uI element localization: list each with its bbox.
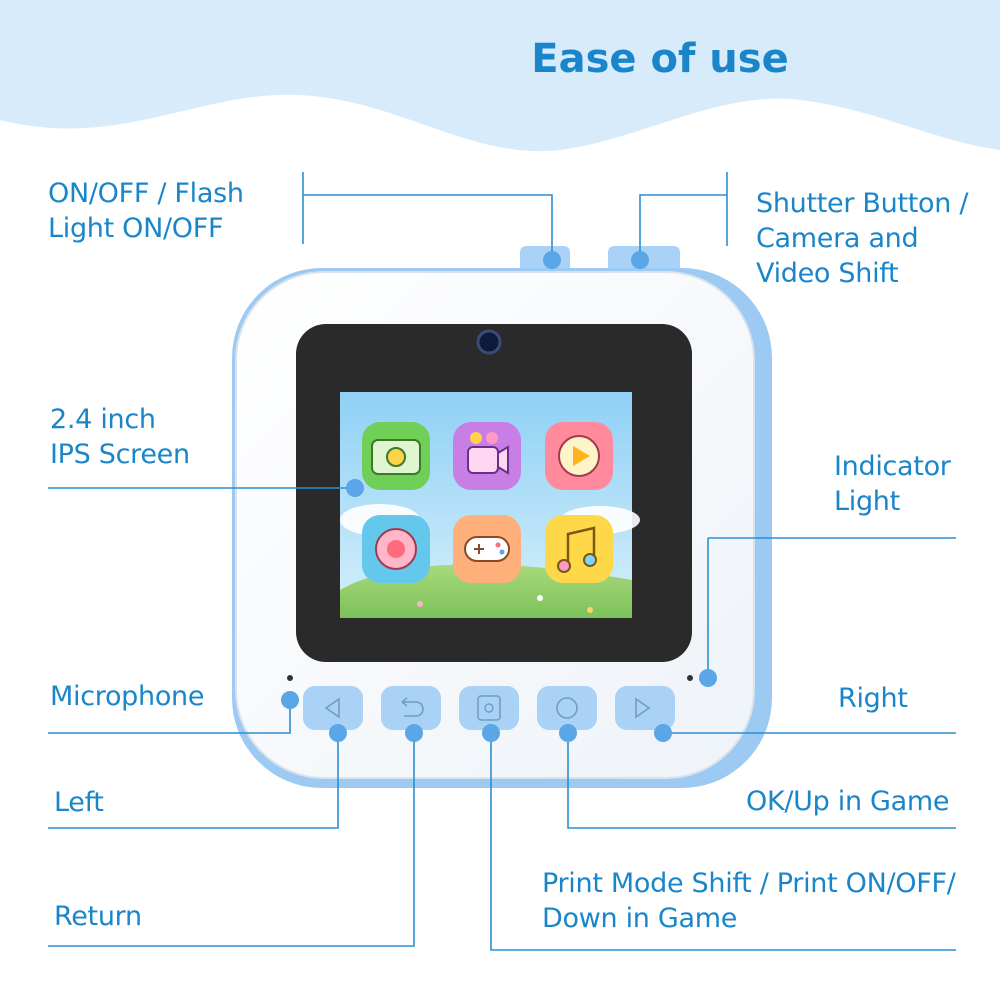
header-wave xyxy=(0,0,1000,152)
callout-dots xyxy=(281,251,717,742)
label-power-line-2: Light ON/OFF xyxy=(48,213,224,244)
label-shutter: Shutter Button / Camera and Video Shift xyxy=(756,186,968,291)
right-button[interactable] xyxy=(615,686,675,730)
ok-circle-icon xyxy=(556,697,578,719)
left-button[interactable] xyxy=(303,686,363,730)
label-indicator-line-1: Indicator xyxy=(834,451,951,482)
microphone-hole xyxy=(287,675,293,681)
label-shutter-line-3: Video Shift xyxy=(756,258,899,289)
label-indicator-line-2: Light xyxy=(834,486,900,517)
callout-lines xyxy=(48,172,956,951)
camera-app-icon[interactable] xyxy=(362,422,430,490)
return-icon xyxy=(401,697,424,717)
label-shutter-line-1: Shutter Button / xyxy=(756,188,969,219)
gamepad-app-icon[interactable] xyxy=(453,515,521,583)
label-right: Right xyxy=(838,683,908,714)
label-indicator: Indicator Light xyxy=(834,449,951,519)
label-screen-line-2: IPS Screen xyxy=(50,439,190,470)
music-app-icon[interactable] xyxy=(545,515,613,583)
label-print-line-1: Print Mode Shift / Print ON/OFF/ xyxy=(542,868,956,899)
label-microphone: Microphone xyxy=(50,681,205,712)
label-print-line-2: Down in Game xyxy=(542,903,738,934)
label-screen-line-1: 2.4 inch xyxy=(50,404,156,435)
label-print: Print Mode Shift / Print ON/OFF/ Down in… xyxy=(542,866,956,936)
left-arrow-icon xyxy=(324,697,340,719)
flower-app-icon[interactable] xyxy=(362,515,430,583)
label-left: Left xyxy=(54,787,104,818)
return-button[interactable] xyxy=(381,686,441,730)
indicator-light xyxy=(687,675,693,681)
page-title: Ease of use xyxy=(531,36,789,82)
label-power-line-1: ON/OFF / Flash xyxy=(48,178,244,209)
label-power: ON/OFF / Flash Light ON/OFF xyxy=(48,176,244,246)
right-arrow-icon xyxy=(635,697,651,719)
label-ok: OK/Up in Game xyxy=(746,786,950,817)
video-app-icon[interactable] xyxy=(453,422,521,490)
print-icon xyxy=(477,695,501,721)
label-shutter-line-2: Camera and xyxy=(756,223,919,254)
play-app-icon[interactable] xyxy=(545,422,613,490)
print-button[interactable] xyxy=(459,686,519,730)
label-return: Return xyxy=(54,901,142,932)
label-screen: 2.4 inch IPS Screen xyxy=(50,402,190,472)
camera-lens-icon xyxy=(476,329,502,355)
ok-button[interactable] xyxy=(537,686,597,730)
